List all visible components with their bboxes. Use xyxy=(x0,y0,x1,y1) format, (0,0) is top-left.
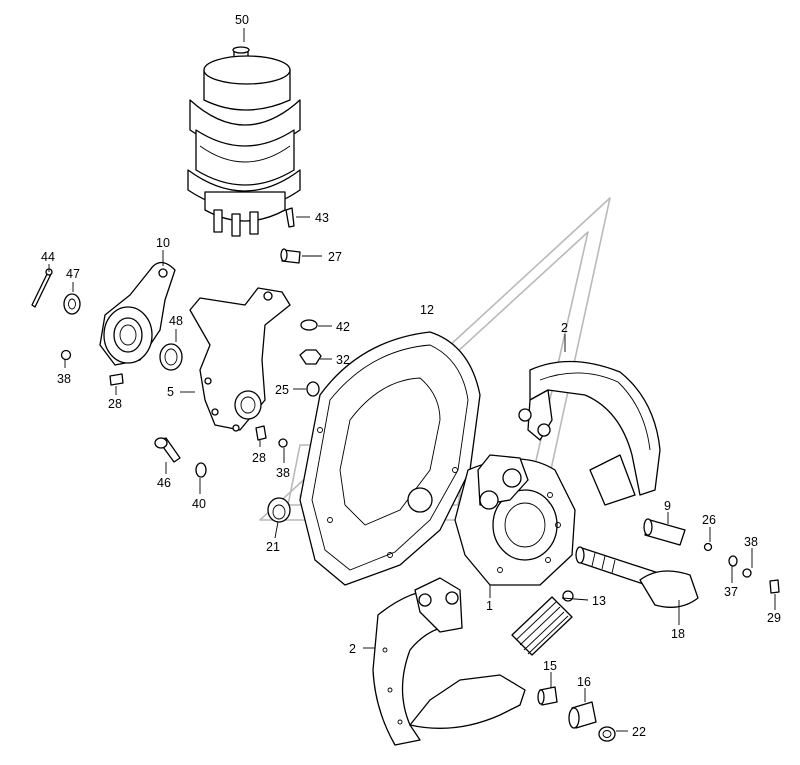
washer-47-part xyxy=(63,293,81,315)
part-labels: 50 43 27 44 47 10 48 38 28 5 42 32 25 28… xyxy=(41,13,781,739)
cotter-pin-part xyxy=(285,207,295,228)
label-12: 12 xyxy=(420,303,434,317)
label-50: 50 xyxy=(235,13,249,27)
brake-shoe-lower-part xyxy=(372,577,526,746)
clevis-pin-part xyxy=(280,248,301,264)
label-16: 16 xyxy=(577,675,591,689)
return-spring-part xyxy=(511,590,574,656)
nut-38-mid-part xyxy=(278,438,288,448)
washer-25-part xyxy=(306,381,320,397)
label-40: 40 xyxy=(192,497,206,511)
dust-shield-part xyxy=(299,331,481,586)
label-22: 22 xyxy=(632,725,646,739)
slack-adjuster-part xyxy=(99,261,176,366)
label-25: 25 xyxy=(275,383,289,397)
label-42: 42 xyxy=(336,320,350,334)
brake-bracket-part xyxy=(189,287,291,432)
label-18: 18 xyxy=(671,627,685,641)
label-10: 10 xyxy=(156,236,170,250)
bushing-21-part xyxy=(267,497,291,523)
label-29: 29 xyxy=(767,611,781,625)
label-1: 1 xyxy=(486,599,493,613)
bolt-46-part xyxy=(154,437,181,463)
pin-44-part xyxy=(31,268,53,308)
label-2-lower: 2 xyxy=(349,642,356,656)
brake-chamber-part xyxy=(187,46,301,237)
label-13: 13 xyxy=(592,594,606,608)
label-2-upper: 2 xyxy=(561,321,568,335)
label-32: 32 xyxy=(336,353,350,367)
bolt-28-left-part xyxy=(109,373,124,386)
leader-lines xyxy=(48,28,776,732)
nut-38-left-part xyxy=(60,349,72,361)
nut-26-part xyxy=(703,542,713,552)
brake-support-part xyxy=(454,454,576,586)
label-9: 9 xyxy=(664,499,671,513)
pin-9-part xyxy=(643,518,686,546)
label-15: 15 xyxy=(543,659,557,673)
ring-22-part xyxy=(598,726,616,742)
label-38-mid: 38 xyxy=(276,466,290,480)
label-43: 43 xyxy=(315,211,329,225)
label-38-right: 38 xyxy=(744,535,758,549)
roller-16-part xyxy=(568,701,597,729)
label-27: 27 xyxy=(328,250,342,264)
label-5: 5 xyxy=(167,385,174,399)
label-44: 44 xyxy=(41,250,55,264)
label-28-left: 28 xyxy=(108,397,122,411)
label-48: 48 xyxy=(169,314,183,328)
label-46: 46 xyxy=(157,476,171,490)
label-38-left: 38 xyxy=(57,372,71,386)
label-47: 47 xyxy=(66,267,80,281)
roller-pin-15-part xyxy=(537,686,558,706)
bolt-28-mid-part xyxy=(255,425,267,441)
nut-42-part xyxy=(300,319,318,331)
camshaft-part xyxy=(575,546,699,608)
seal-ring-48-part xyxy=(159,343,183,371)
label-26: 26 xyxy=(702,513,716,527)
washer-37-part xyxy=(728,555,738,567)
bolt-29-part xyxy=(769,579,780,594)
label-28-mid: 28 xyxy=(252,451,266,465)
nut-32-part xyxy=(299,349,322,365)
brake-shoe-upper-part xyxy=(518,360,661,506)
washer-40-part xyxy=(195,462,207,478)
label-37: 37 xyxy=(724,585,738,599)
label-21: 21 xyxy=(266,540,280,554)
nut-38-right-part xyxy=(742,568,752,578)
